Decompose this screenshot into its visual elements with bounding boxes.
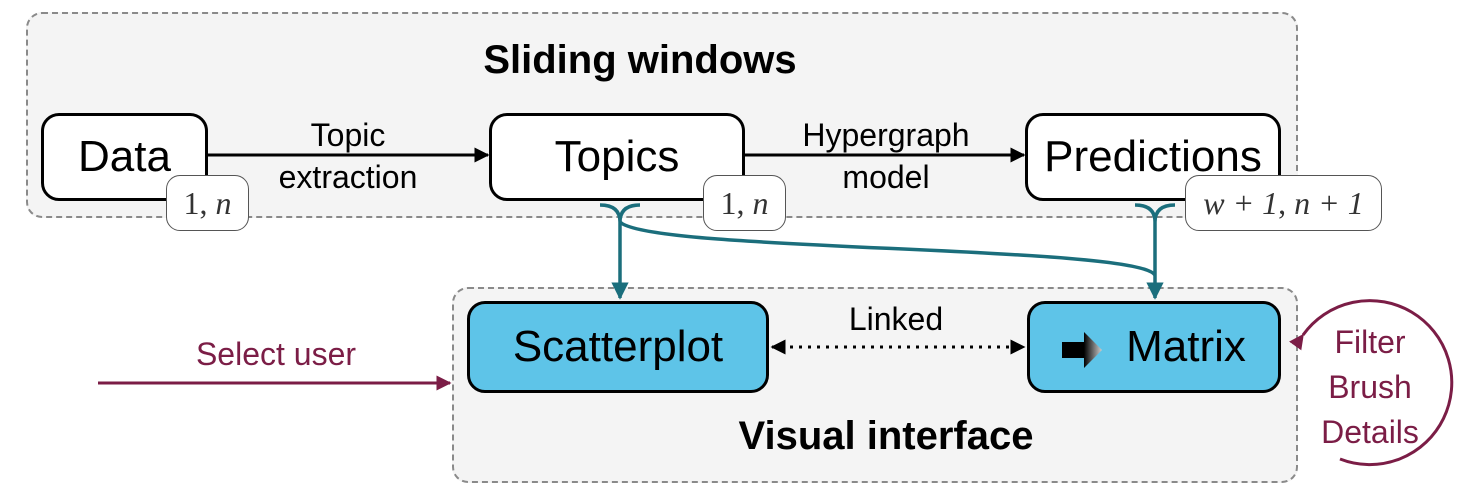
matrix-node-label: Matrix [1126,322,1246,371]
matrix-node: Matrix [1027,301,1281,393]
topics-window-badge: 1, n [703,175,786,231]
predictions-window-badge: w + 1, n + 1 [1185,175,1382,231]
matrix-arrow-icon [1062,329,1106,368]
sliding-windows-title: Sliding windows [483,38,797,82]
topics-brace [599,203,641,223]
interaction-loop [1289,299,1454,467]
select-user-label: Select user [195,336,357,372]
edge-topics-matrix [618,220,1157,277]
hypergraph-model-label: Hypergraph model [802,117,970,195]
linked-label: Linked [848,301,944,337]
topic-extraction-label: Topic extraction [278,117,418,195]
topics-node: Topics [489,113,745,201]
interaction-labels: Filter Brush Details [1321,324,1419,450]
scatterplot-node: Scatterplot [467,301,769,393]
predictions-brace [1134,203,1176,223]
data-window-badge: 1, n [166,175,249,231]
visual-interface-title: Visual interface [738,414,1034,458]
